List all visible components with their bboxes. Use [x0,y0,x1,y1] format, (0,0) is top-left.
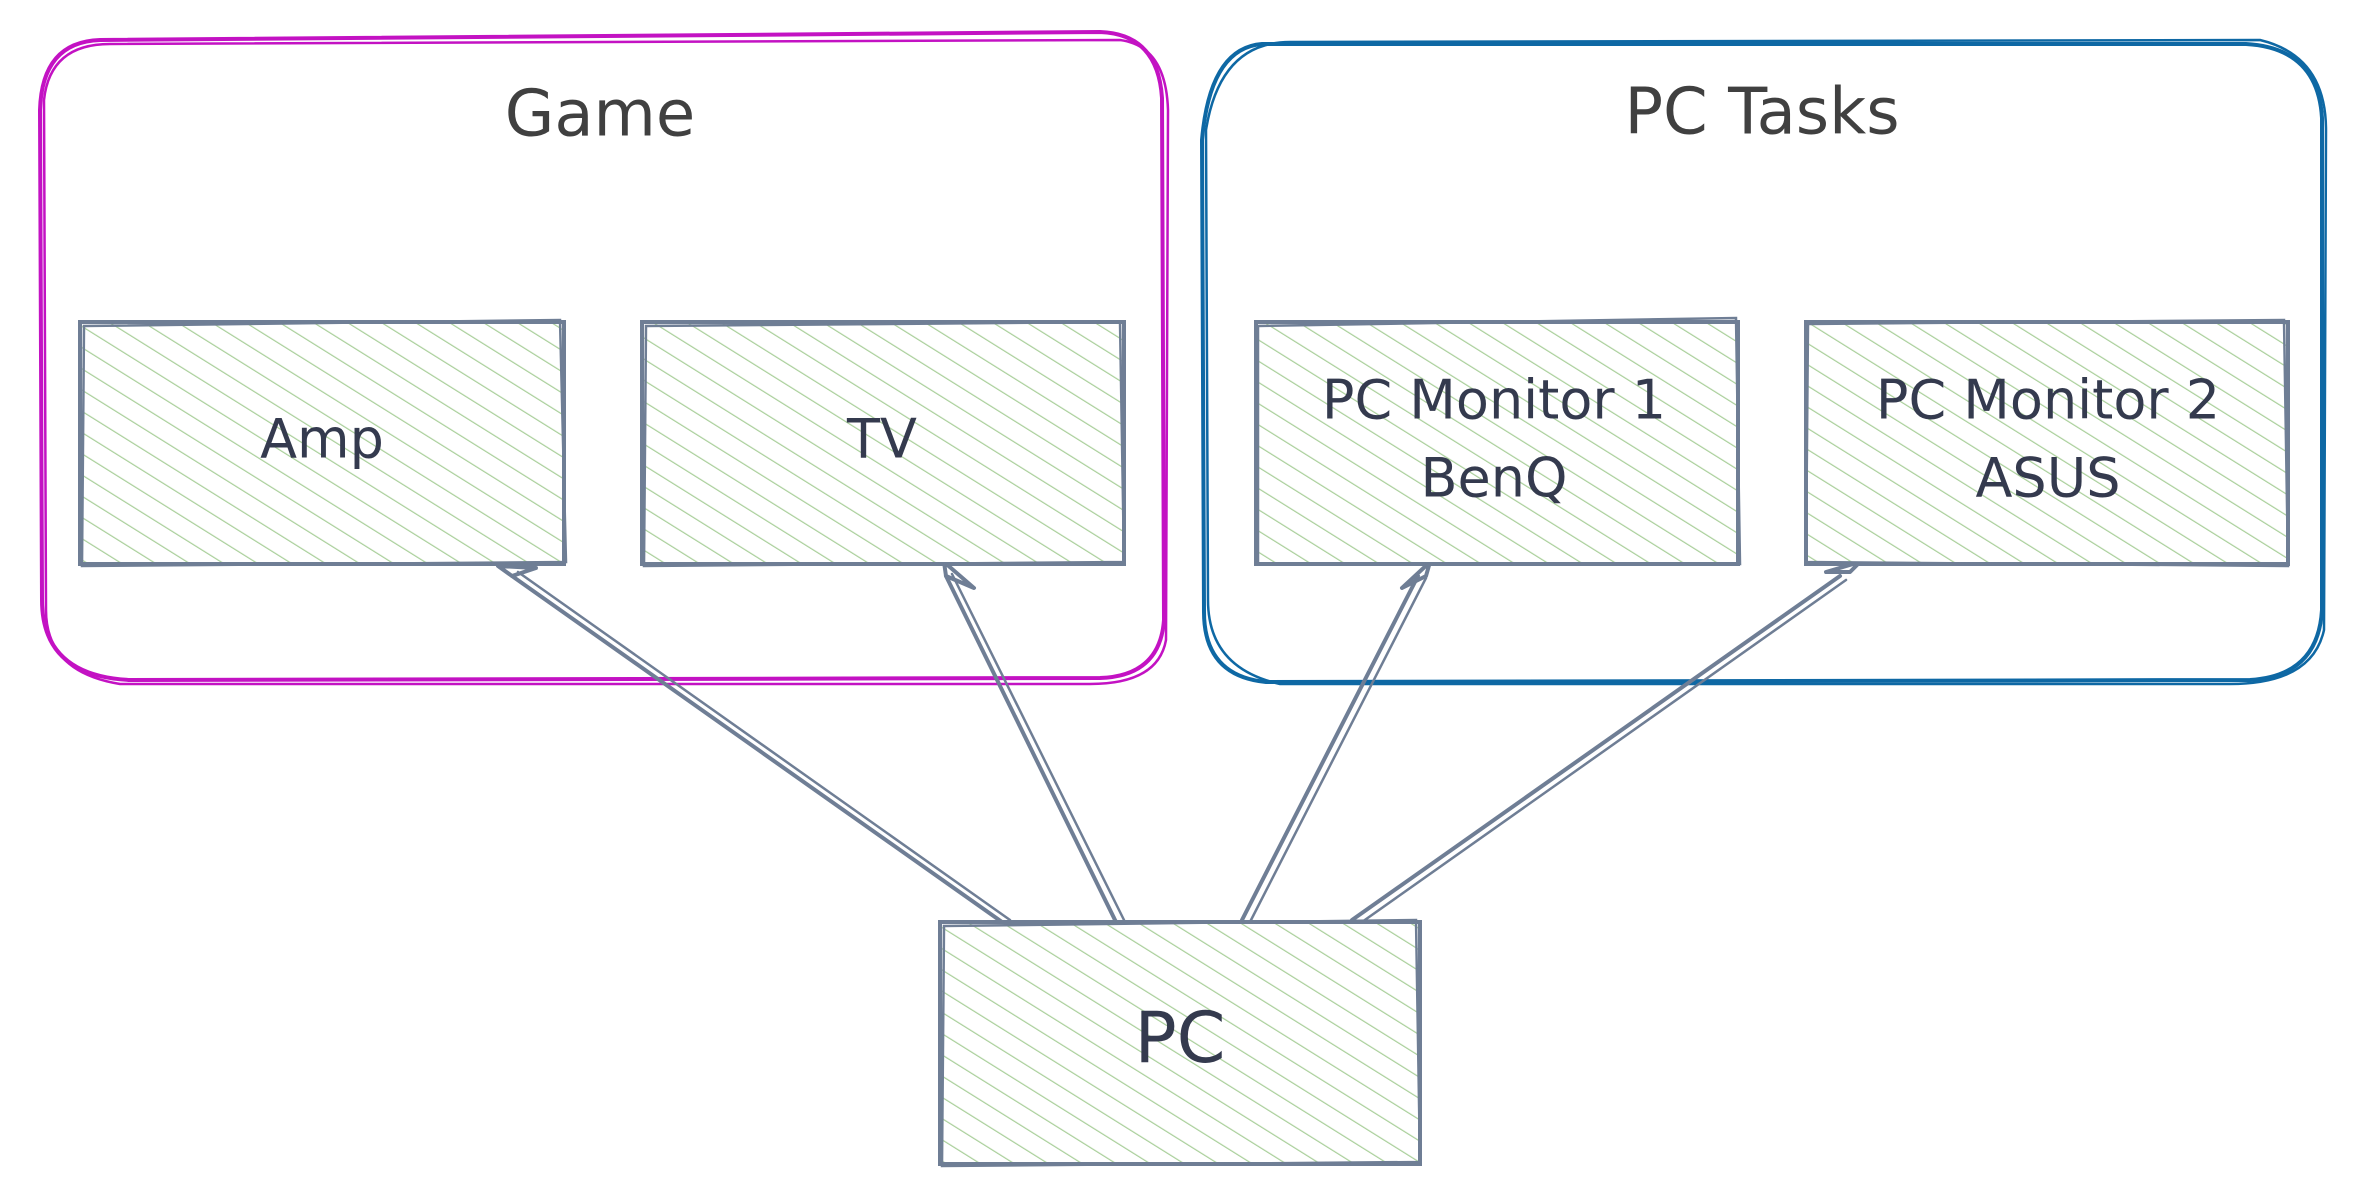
node-monitor1-box [1254,320,1740,566]
edge-pc-to-amp[interactable] [496,564,1012,924]
edge-pc-to-monitor1-arrowhead [1400,560,1432,590]
node-pc[interactable]: PC [938,918,1422,1168]
edge-pc-to-monitor1[interactable] [1240,560,1432,924]
node-monitor1[interactable]: PC Monitor 1 BenQ [1254,316,1742,566]
group-pc-tasks-border [1199,42,2324,685]
group-pc-tasks-border-stroke-2 [1204,38,2328,686]
group-game-title: Game [505,78,696,152]
node-pc-label: PC [1134,997,1225,1079]
edge-pc-to-monitor2-line [1350,574,1842,922]
edge-pc-to-tv[interactable] [942,560,1126,924]
node-tv-label: TV [846,408,917,471]
node-pc-box-stroke-2 [940,918,1422,1168]
group-pc-tasks[interactable]: PC Tasks [1199,38,2328,686]
node-amp-box-stroke-2 [80,318,568,568]
node-tv-box-stroke-2 [642,320,1126,568]
edge-pc-to-amp-line-2 [516,570,1012,922]
group-game[interactable]: Game [37,29,1170,686]
group-game-border-stroke-2 [42,38,1170,686]
node-monitor2-label-line1: PC Monitor 2 [1876,369,2220,432]
edge-pc-to-monitor1-line-2 [1248,576,1428,924]
node-monitor1-box-stroke-2 [1256,316,1742,566]
node-amp-box [78,320,566,566]
node-tv-box [640,320,1126,566]
group-game-border [37,29,1167,683]
edge-pc-to-monitor2-arrowhead [1824,560,1862,574]
edge-pc-to-tv-line-2 [950,572,1126,922]
edge-pc-to-monitor2[interactable] [1350,560,1862,924]
node-amp-label: Amp [260,408,384,471]
edge-pc-to-amp-line [510,574,1004,924]
edge-pc-to-tv-line [944,574,1118,924]
edge-pc-to-tv-arrowhead [942,560,976,590]
node-pc-box [938,920,1422,1166]
node-monitor1-label-line2: BenQ [1421,447,1568,510]
node-monitor2-box [1804,320,2290,566]
node-amp[interactable]: Amp [78,318,568,568]
edge-pc-to-monitor1-line [1240,574,1420,922]
node-monitor1-label-line1: PC Monitor 1 [1322,369,1666,432]
edge-pc-to-amp-arrowhead [496,564,538,578]
node-monitor2-label-line2: ASUS [1975,447,2120,510]
node-monitor2-box-stroke-2 [1804,318,2290,568]
node-tv[interactable]: TV [640,320,1126,568]
group-pc-tasks-title: PC Tasks [1624,76,1899,150]
node-monitor2[interactable]: PC Monitor 2 ASUS [1804,318,2290,568]
edge-pc-to-monitor2-line-2 [1360,578,1848,924]
